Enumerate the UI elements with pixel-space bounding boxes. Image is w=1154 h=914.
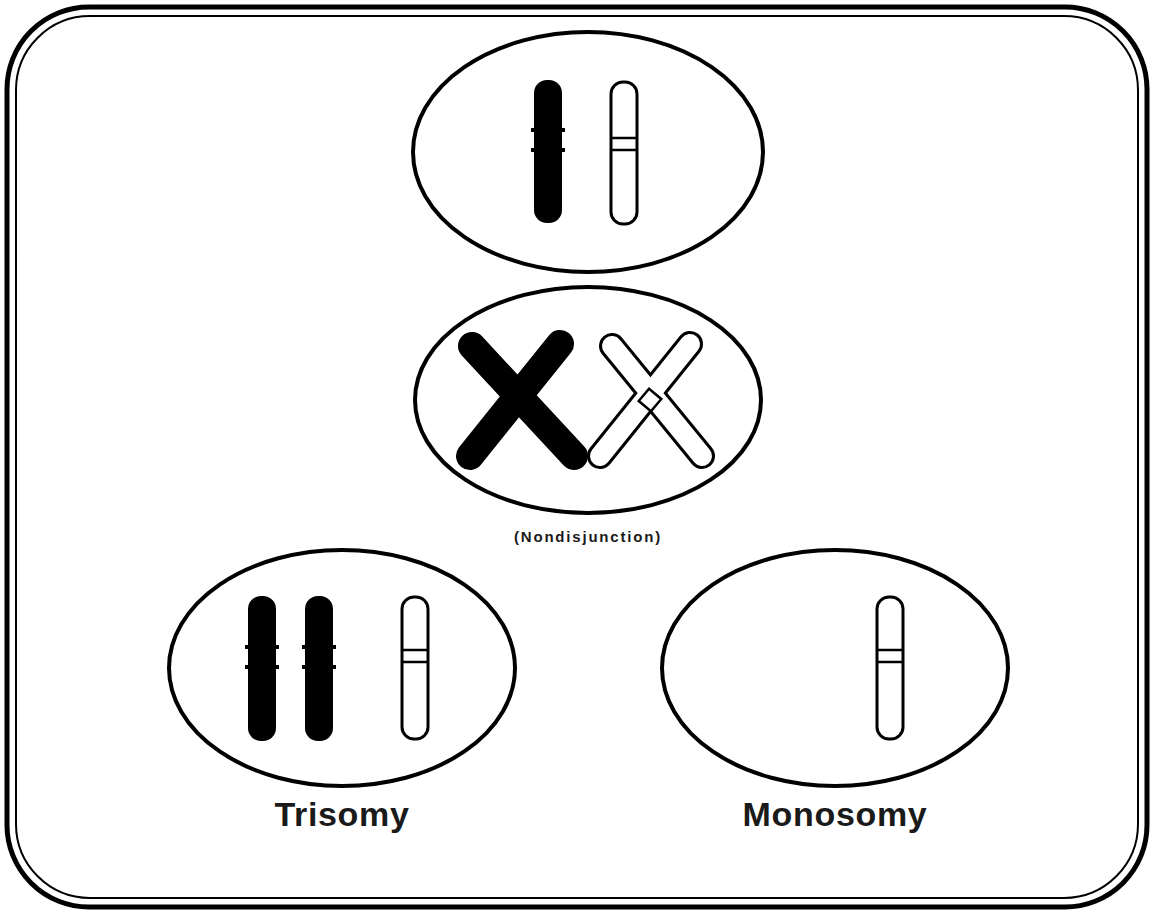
black-chromosome: [531, 80, 565, 223]
daughter-cell: Trisomy: [167, 548, 517, 788]
outer-frame: [7, 7, 1147, 907]
inner-frame: [16, 16, 1138, 898]
white-chromosome: [402, 597, 428, 739]
white-chromosome: [611, 82, 637, 224]
parent-cell: [413, 32, 763, 272]
white-chromosome: [877, 597, 903, 739]
cell-outline: [660, 548, 1010, 788]
cell-outline: [413, 285, 763, 515]
white-x-chromosome: [600, 344, 702, 456]
cell-membrane: [415, 287, 761, 513]
cell-label: Monosomy: [660, 796, 1010, 833]
black-chromosome: [245, 596, 279, 741]
black-x-chromosome: [470, 344, 574, 456]
daughter-cell: Monosomy: [660, 548, 1010, 788]
cell-membrane: [169, 550, 515, 786]
cell-label: Trisomy: [167, 796, 517, 833]
cell-label: (Nondisjunction): [413, 529, 763, 546]
division-cell: (Nondisjunction): [413, 285, 763, 515]
cell-outline: [167, 548, 517, 788]
black-chromosome: [302, 596, 336, 741]
cell-membrane: [662, 550, 1008, 786]
